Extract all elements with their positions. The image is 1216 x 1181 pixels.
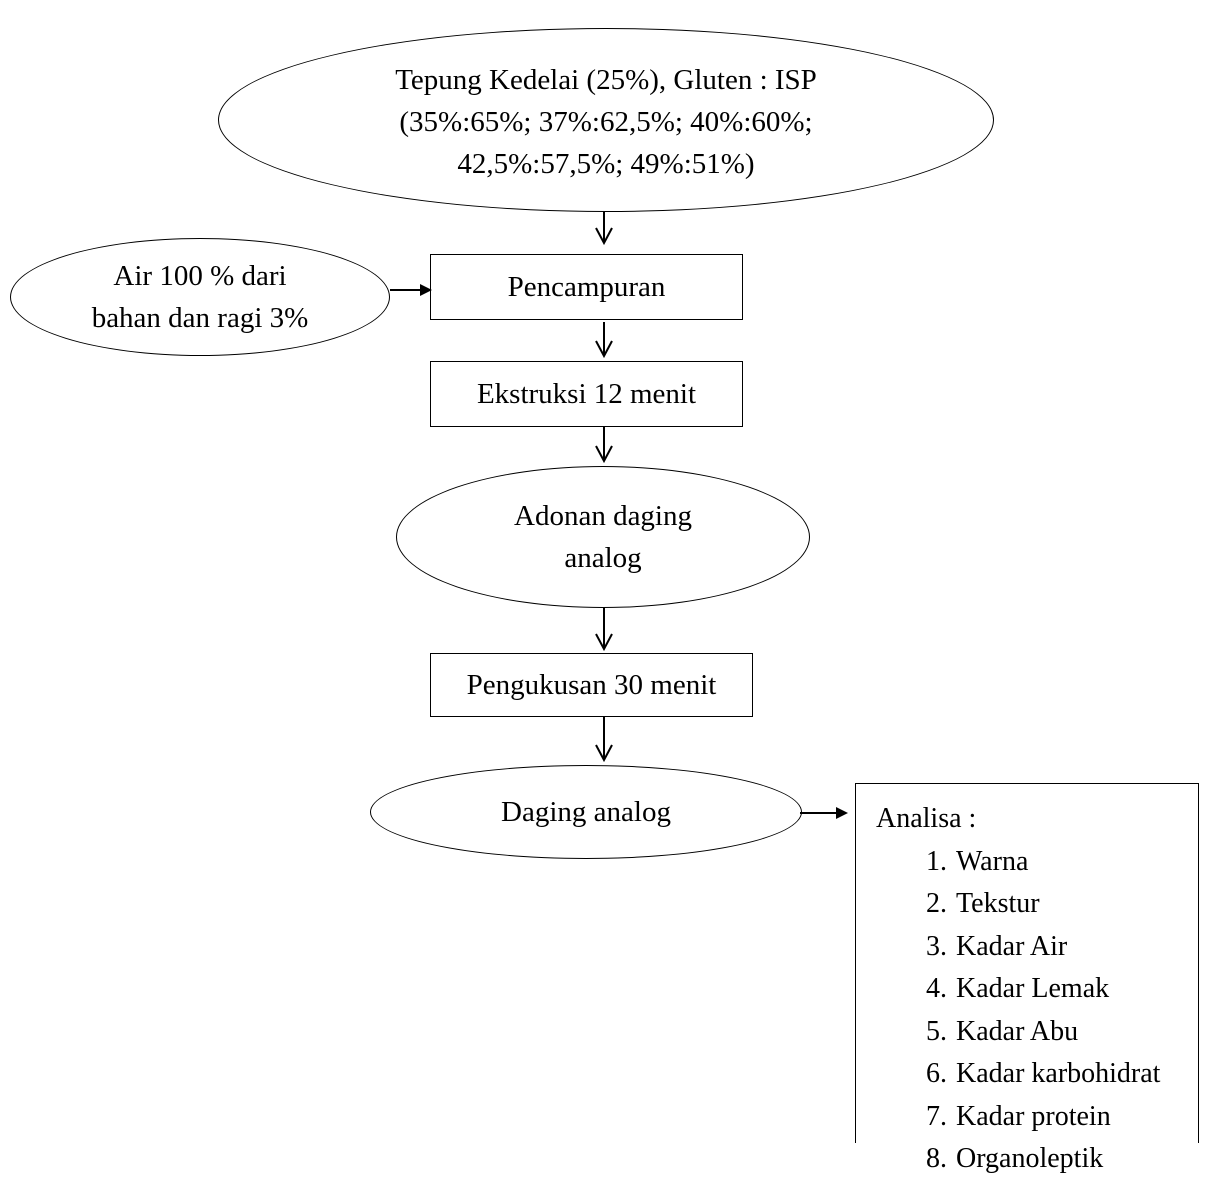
analysis-item: Kadar karbohidrat: [954, 1053, 1198, 1096]
arrow-right-side-input: [390, 284, 432, 296]
analysis-item: Kadar Air: [954, 926, 1198, 969]
input-ingredients-line1: Tepung Kedelai (25%), Gluten : ISP: [395, 63, 817, 96]
arrow-down-2: [595, 322, 613, 359]
analysis-item: Organoleptik: [954, 1138, 1198, 1181]
steaming-step-box: Pengukusan 30 menit: [430, 653, 753, 717]
product-ellipse: Daging analog: [370, 765, 802, 859]
product-label: Daging analog: [501, 795, 671, 828]
extrusion-step-label: Ekstruksi 12 menit: [476, 377, 697, 410]
dough-line1: Adonan daging: [514, 499, 692, 532]
analysis-item: Tekstur: [954, 883, 1198, 926]
analysis-title: Analisa :: [876, 803, 977, 834]
input-ingredients-ellipse: Tepung Kedelai (25%), Gluten : ISP (35%:…: [218, 28, 994, 212]
mixing-step-box: Pencampuran: [430, 254, 743, 320]
arrow-down-1: [595, 212, 613, 246]
input-ingredients-line3: 42,5%:57,5%; 49%:51%): [457, 148, 755, 181]
dough-ellipse: Adonan daging analog: [396, 466, 810, 608]
analysis-item: Warna: [954, 841, 1198, 884]
analysis-box: Analisa : Warna Tekstur Kadar Air Kadar …: [855, 783, 1199, 1174]
analysis-item: Kadar protein: [954, 1096, 1198, 1139]
analysis-list: Warna Tekstur Kadar Air Kadar Lemak Kada…: [876, 841, 1198, 1181]
water-yeast-line1: Air 100 % dari: [113, 259, 287, 292]
arrow-down-3: [595, 427, 613, 464]
extrusion-step-box: Ekstruksi 12 menit: [430, 361, 743, 427]
analysis-item: Kadar Abu: [954, 1011, 1198, 1054]
arrow-right-analysis: [800, 807, 848, 819]
flow-connectors: [390, 212, 848, 819]
mixing-step-label: Pencampuran: [507, 270, 666, 303]
input-ingredients-line2: (35%:65%; 37%:62,5%; 40%:60%;: [399, 105, 813, 138]
arrow-down-5: [595, 717, 613, 763]
steaming-step-label: Pengukusan 30 menit: [466, 668, 717, 701]
arrow-down-4: [595, 607, 613, 652]
dough-line2: analog: [564, 542, 642, 574]
water-yeast-ellipse: Air 100 % dari bahan dan ragi 3%: [10, 238, 390, 356]
water-yeast-line2: bahan dan ragi 3%: [91, 302, 309, 334]
analysis-item: Kadar Lemak: [954, 968, 1198, 1011]
